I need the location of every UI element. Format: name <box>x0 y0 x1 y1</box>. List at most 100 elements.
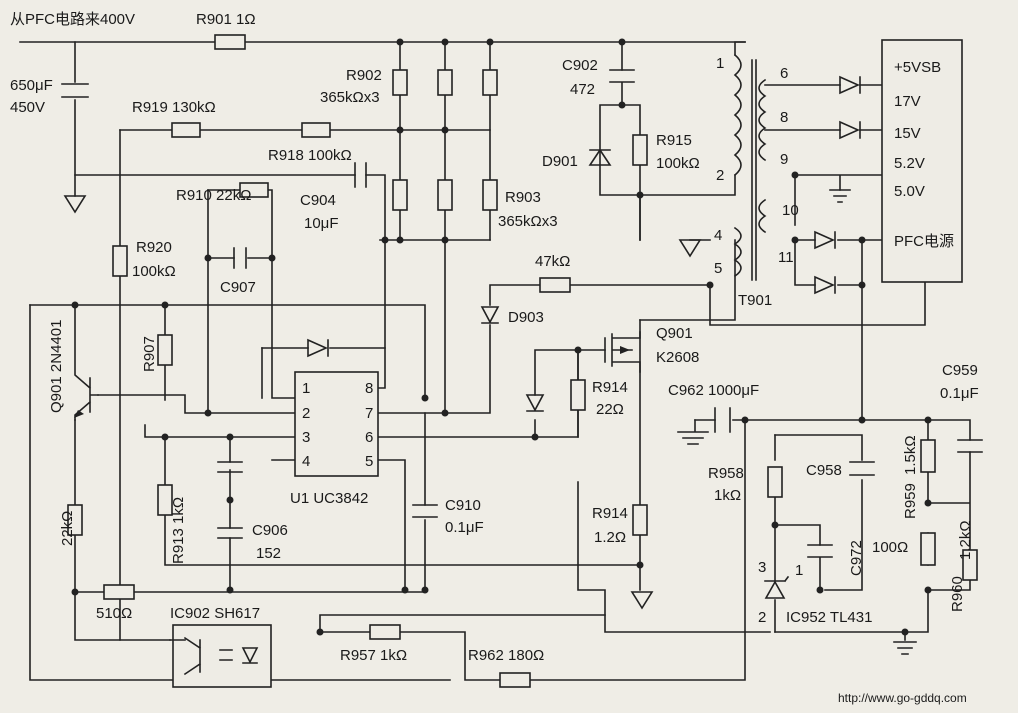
label-c906-val: 152 <box>256 545 281 562</box>
resistor-r907 <box>157 334 173 366</box>
label-ic-u1: U1 UC3842 <box>290 490 368 507</box>
resistors <box>67 34 978 688</box>
label-c904-val: 10μF <box>304 215 339 232</box>
winding-4: 4 <box>714 227 722 244</box>
mosfet-q901 <box>604 319 641 373</box>
winding-8: 8 <box>780 109 788 126</box>
label-r920-val: 100kΩ <box>132 263 176 280</box>
label-c910: C910 <box>445 497 481 514</box>
capacitor-c958 <box>849 461 875 476</box>
diode-8 <box>839 120 861 140</box>
capacitor-c959 <box>957 439 983 453</box>
label-r914-src-val: 1.2Ω <box>594 529 626 546</box>
capacitors <box>61 69 983 558</box>
label-r920: R920 <box>136 239 172 256</box>
label-r919: R919 130kΩ <box>132 99 216 116</box>
winding-11: 11 <box>778 249 794 266</box>
capacitor-pin4 <box>217 461 243 473</box>
capacitor-c907 <box>233 247 247 269</box>
label-q901-fet: Q901 <box>656 325 693 342</box>
label-c959-val: 0.1μF <box>940 385 979 402</box>
pin-5: 5 <box>365 453 373 470</box>
pin-4: 4 <box>302 453 310 470</box>
winding-2: 2 <box>716 167 724 184</box>
label-c-bulk-val: 650μF <box>10 77 53 94</box>
resistor-r903a <box>392 179 408 211</box>
diode-11 <box>814 275 836 295</box>
resistor-r903b <box>437 179 453 211</box>
label-c902-val: 472 <box>570 81 595 98</box>
pin-6: 6 <box>365 429 373 446</box>
label-17v: 17V <box>894 93 921 110</box>
label-r914-gate-val: 22Ω <box>596 401 624 418</box>
label-r901: R901 1Ω <box>196 11 256 28</box>
label-d903: D903 <box>508 309 544 326</box>
resistor-r962 <box>499 672 531 688</box>
grounds <box>63 189 917 655</box>
label-r959: R959 <box>902 483 919 519</box>
label-r915: R915 <box>656 132 692 149</box>
label-r902-val: 365kΩx3 <box>320 89 380 106</box>
transformer-t901 <box>733 53 767 281</box>
label-47k: 47kΩ <box>535 253 570 270</box>
label-5vsb: +5VSB <box>894 59 941 76</box>
label-pfc-input: 从PFC电路来400V <box>10 11 135 28</box>
resistor-r902a <box>392 69 408 96</box>
label-50v: 5.0V <box>894 183 925 200</box>
bjt-q901 <box>74 304 99 421</box>
label-15v: 15V <box>894 125 921 142</box>
label-r959-val: 1.5kΩ <box>902 435 919 475</box>
resistor-47k <box>539 277 571 293</box>
label-k2608: K2608 <box>656 349 699 366</box>
component-labels: 从PFC电路来400V R901 1Ω 650μF 450V R919 130k… <box>10 11 979 705</box>
label-q901-bjt: Q901 2N4401 <box>48 320 65 413</box>
label-t901: T901 <box>738 292 772 309</box>
diode-gate <box>525 394 545 412</box>
pin-7: 7 <box>365 405 373 422</box>
resistor-r958 <box>767 466 783 498</box>
resistor-22k <box>67 504 83 536</box>
capacitor-c904 <box>354 162 367 188</box>
output-box <box>881 39 963 283</box>
resistor-r960 <box>962 549 978 581</box>
resistor-r959 <box>920 439 936 473</box>
label-ic952: IC952 TL431 <box>786 609 872 626</box>
label-pfc-power: PFC电源 <box>894 233 954 250</box>
wires <box>19 41 971 681</box>
resistor-r910 <box>239 182 269 198</box>
label-tl-pin1: 1 <box>795 562 803 579</box>
label-c907: C907 <box>220 279 256 296</box>
resistor-r902b <box>437 69 453 96</box>
resistor-r901 <box>214 34 246 50</box>
label-url: http://www.go-gddq.com <box>838 691 967 705</box>
label-c904: C904 <box>300 192 336 209</box>
ic-u1-body <box>294 371 379 477</box>
diode-d903 <box>480 306 500 324</box>
diodes <box>307 75 861 599</box>
resistor-r914-gate <box>570 379 586 411</box>
resistor-r914-source <box>632 504 648 536</box>
label-tl-pin2: 2 <box>758 609 766 626</box>
capacitor-c972 <box>807 544 833 558</box>
diode-10 <box>814 230 836 250</box>
capacitor-c902 <box>609 69 635 83</box>
pin-3: 3 <box>302 429 310 446</box>
winding-1: 1 <box>716 55 724 72</box>
resistor-r913 <box>157 484 173 516</box>
label-tl-pin3: 3 <box>758 559 766 576</box>
label-100: 100Ω <box>872 539 908 556</box>
label-d901: D901 <box>542 153 578 170</box>
label-r910: R910 22kΩ <box>176 187 251 204</box>
optocoupler-ic902 <box>169 624 272 688</box>
resistor-r915 <box>632 134 648 166</box>
label-r903-val: 365kΩx3 <box>498 213 558 230</box>
label-510: 510Ω <box>96 605 132 622</box>
label-r902: R902 <box>346 67 382 84</box>
capacitor-c910 <box>412 504 438 518</box>
resistor-r902c <box>482 69 498 96</box>
label-22k: 22kΩ <box>59 511 76 546</box>
ic-pin-numbers: 1 2 3 4 8 7 6 5 <box>302 380 373 470</box>
resistor-510 <box>103 584 135 600</box>
winding-9: 9 <box>780 151 788 168</box>
